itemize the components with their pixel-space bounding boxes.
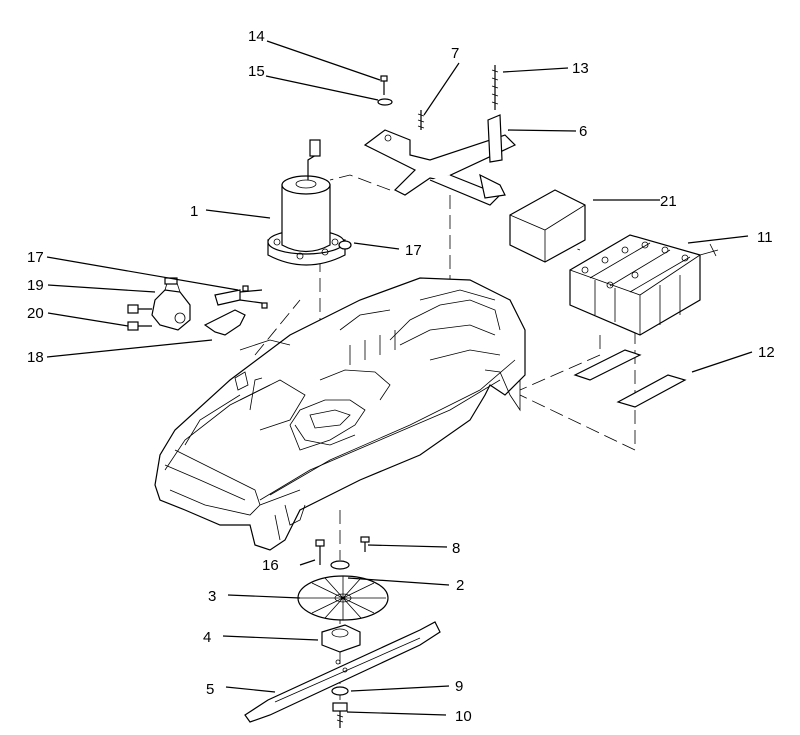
switch-assembly bbox=[127, 277, 268, 336]
battery-pack bbox=[569, 234, 719, 336]
nut bbox=[338, 240, 352, 250]
callout-18: 18 bbox=[27, 349, 44, 366]
callout-labels: 1 2 3 4 5 6 7 8 9 10 11 12 13 14 15 16 1… bbox=[27, 28, 775, 725]
callout-2: 2 bbox=[456, 577, 464, 594]
blade-adapter bbox=[321, 624, 361, 653]
callout-1: 1 bbox=[190, 203, 198, 220]
callout-16: 16 bbox=[262, 557, 279, 574]
screws-top bbox=[377, 65, 499, 130]
tape-strips bbox=[573, 349, 687, 408]
callout-17-left: 17 bbox=[27, 249, 44, 266]
callout-9: 9 bbox=[455, 678, 463, 695]
callout-11: 11 bbox=[757, 229, 773, 246]
callout-6: 6 bbox=[579, 123, 587, 140]
callout-15: 15 bbox=[248, 63, 265, 80]
handle-bracket bbox=[363, 114, 517, 206]
callout-21: 21 bbox=[660, 193, 677, 210]
callout-19: 19 bbox=[27, 277, 44, 294]
leader-lines bbox=[46, 40, 753, 716]
washer-upper bbox=[330, 560, 350, 570]
callout-3: 3 bbox=[208, 588, 216, 605]
blade bbox=[244, 621, 441, 723]
fan bbox=[297, 575, 389, 621]
callout-12: 12 bbox=[758, 344, 775, 361]
callout-14: 14 bbox=[248, 28, 265, 45]
callout-13: 13 bbox=[572, 60, 589, 77]
callout-17-right: 17 bbox=[405, 242, 422, 259]
mower-deck-housing bbox=[154, 277, 526, 551]
washer-lower bbox=[331, 686, 349, 696]
callout-20: 20 bbox=[27, 305, 44, 322]
screws-under-deck bbox=[315, 536, 370, 565]
control-box bbox=[509, 189, 586, 263]
callout-5: 5 bbox=[206, 681, 214, 698]
callout-10: 10 bbox=[455, 708, 472, 725]
callout-8: 8 bbox=[452, 540, 460, 557]
motor bbox=[267, 139, 346, 266]
callout-7: 7 bbox=[451, 45, 459, 62]
callout-4: 4 bbox=[203, 629, 211, 646]
blade-bolt bbox=[332, 702, 348, 728]
